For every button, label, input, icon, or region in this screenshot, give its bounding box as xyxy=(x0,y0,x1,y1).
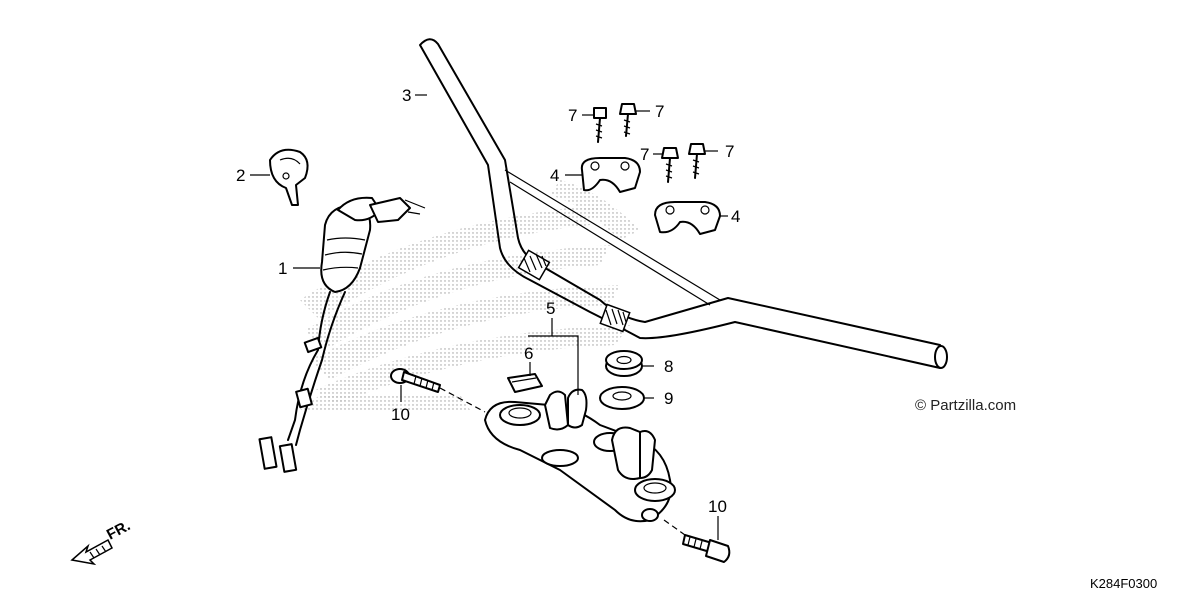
callout-10b: 10 xyxy=(708,497,727,516)
handlebar-upper-holder-right xyxy=(654,201,721,235)
lower-holder-bolt-right xyxy=(682,534,731,563)
holder-bolt-1 xyxy=(593,107,607,143)
ignition-switch xyxy=(258,196,426,473)
callout-7b: 7 xyxy=(655,102,664,121)
handlebar xyxy=(419,38,948,369)
leader-lines xyxy=(250,94,728,540)
callouts: 1 2 3 4 4 5 6 7 7 7 7 8 9 10 10 xyxy=(236,86,740,516)
holder-bolt-2 xyxy=(619,103,637,137)
watermark-text: © Partzilla.com xyxy=(915,397,1016,414)
callout-7c: 7 xyxy=(640,145,649,164)
lower-holder-bolt-left xyxy=(390,368,441,393)
figure-code: K284F0300 xyxy=(1090,576,1157,591)
callout-7d: 7 xyxy=(725,142,734,161)
callout-9: 9 xyxy=(664,389,673,408)
callout-8: 8 xyxy=(664,357,673,376)
handlebar-upper-holder-left xyxy=(580,157,641,193)
ignition-key xyxy=(269,148,309,206)
handlebar-knurl-right xyxy=(599,303,631,333)
callout-6: 6 xyxy=(524,344,533,363)
holder-bolt-3 xyxy=(661,147,679,183)
callout-1: 1 xyxy=(278,259,287,278)
handlebar-lower-holder-left xyxy=(544,388,588,431)
steering-stem-nut xyxy=(605,350,643,377)
handlebar-knurl-left xyxy=(517,249,551,281)
callout-4a: 4 xyxy=(550,166,559,185)
handlebar-lower-holder-right xyxy=(611,426,656,480)
top-bridge xyxy=(484,400,676,523)
callout-2: 2 xyxy=(236,166,245,185)
holder-plate xyxy=(507,373,543,393)
stem-washer xyxy=(599,386,645,410)
callout-10a: 10 xyxy=(391,405,410,424)
holder-bolt-4 xyxy=(688,143,706,179)
front-direction-arrow-icon: FR. xyxy=(70,517,133,566)
callout-5: 5 xyxy=(546,299,555,318)
callout-7a: 7 xyxy=(568,106,577,125)
callout-4b: 4 xyxy=(731,207,740,226)
callout-3: 3 xyxy=(402,86,411,105)
